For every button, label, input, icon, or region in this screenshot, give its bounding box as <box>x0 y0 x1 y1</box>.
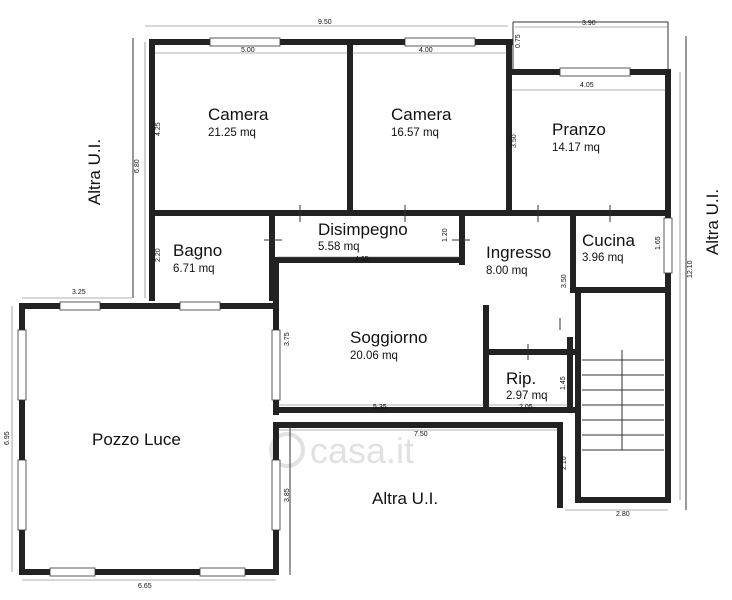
dim-camera1-height: 4.25 <box>155 122 162 136</box>
dim-disimpegno-width: 4.65 <box>355 256 369 263</box>
dim-balcony-depth: 0.75 <box>515 34 522 48</box>
room-cucina: Cucina 3.96 mq <box>582 231 635 264</box>
window-pozzo-top <box>59 301 101 311</box>
watermark-logo-icon <box>269 432 305 468</box>
doors <box>264 205 611 360</box>
room-name: Rip. <box>506 369 536 388</box>
dim-left-height: 6.80 <box>134 159 141 173</box>
dim-soggiorno-width: 5.35 <box>373 404 387 411</box>
room-camera-1: Camera 21.25 mq <box>208 105 269 139</box>
window-pozzo-bottom <box>49 567 96 577</box>
room-name: Bagno <box>173 241 222 260</box>
room-area: 20.06 mq <box>350 350 398 362</box>
room-bagno: Bagno 6.71 mq <box>173 241 222 275</box>
room-name: Pozzo Luce <box>92 430 181 449</box>
room-name: Disimpegno <box>318 220 408 239</box>
window-pozzo-right-2 <box>271 459 281 531</box>
window-cucina <box>663 217 673 274</box>
windows <box>17 37 673 577</box>
outer-label-bottom: Altra U.I. <box>372 489 438 508</box>
room-area: 2.97 mq <box>506 390 548 402</box>
room-name: Camera <box>208 105 269 124</box>
window-camera1 <box>209 37 281 47</box>
room-name: Soggiorno <box>350 328 428 347</box>
dim-top-right: 3.90 <box>582 20 596 27</box>
dim-top-total: 9.50 <box>318 19 332 26</box>
window-pozzo-top-2 <box>179 301 221 311</box>
dim-ingresso-height: 3.50 <box>561 274 568 288</box>
walls <box>19 21 687 575</box>
staircase <box>582 350 664 451</box>
room-camera-2: Camera 16.57 mq <box>391 105 452 139</box>
room-ingresso: Ingresso 8.00 mq <box>486 243 551 277</box>
room-area: 8.00 mq <box>486 265 528 277</box>
room-area: 16.57 mq <box>391 127 439 139</box>
outer-label-right: Altra U.I. <box>703 189 722 255</box>
dim-camera2-width: 4.00 <box>419 47 433 54</box>
room-name: Cucina <box>582 231 635 250</box>
window-pozzo-left-2 <box>17 459 27 531</box>
dimension-lines <box>11 25 681 581</box>
window-camera2 <box>404 37 476 47</box>
room-soggiorno: Soggiorno 20.06 mq <box>350 328 428 362</box>
dim-left-total: 6.95 <box>4 431 11 445</box>
dim-corridor: 7.50 <box>414 431 428 438</box>
dim-right-height: 12.10 <box>687 260 694 278</box>
dim-stair-width: 2.80 <box>616 511 630 518</box>
outer-label-left: Altra U.I. <box>85 139 104 205</box>
dimension-labels: 9.50 3.90 5.00 4.00 0.75 4.05 4.25 6.80 … <box>4 19 694 590</box>
window-pozzo-bottom-2 <box>199 567 246 577</box>
room-area: 5.58 mq <box>318 241 360 253</box>
window-pozzo-left <box>17 329 27 401</box>
room-pozzo-luce: Pozzo Luce <box>92 430 181 449</box>
room-pranzo: Pranzo 14.17 mq <box>552 120 606 154</box>
room-area: 21.25 mq <box>208 127 256 139</box>
dim-pozzo-top: 3.25 <box>72 289 86 296</box>
room-labels: Camera 21.25 mq Camera 16.57 mq Pranzo 1… <box>92 105 635 449</box>
dim-pranzo-width: 4.05 <box>580 82 594 89</box>
watermark-text: casa.it <box>310 430 414 471</box>
dim-bagno-height: 2.20 <box>155 248 162 262</box>
dim-pranzo-height: 3.50 <box>511 134 518 148</box>
room-name: Camera <box>391 105 452 124</box>
room-name: Pranzo <box>552 120 606 139</box>
dim-disimpegno-height: 1.20 <box>442 228 449 242</box>
watermark: casa.it <box>269 430 414 471</box>
room-disimpegno: Disimpegno 5.58 mq <box>318 220 408 253</box>
dim-cucina-height: 1.65 <box>655 236 662 250</box>
window-pranzo <box>559 67 631 77</box>
room-area: 3.96 mq <box>582 252 624 264</box>
dim-stair-height: 2.10 <box>561 456 568 470</box>
room-name: Ingresso <box>486 243 551 262</box>
dim-rip-width: 2.05 <box>519 404 533 411</box>
room-area: 6.71 mq <box>173 263 215 275</box>
dim-pozzo-right: 3.85 <box>284 488 291 502</box>
room-area: 14.17 mq <box>552 142 600 154</box>
dim-pozzo-bottom: 6.65 <box>138 583 152 590</box>
window-pozzo-right <box>271 329 281 401</box>
dim-camera1-width: 5.00 <box>241 47 255 54</box>
room-rip: Rip. 2.97 mq <box>506 369 548 402</box>
dim-soggiorno-height: 3.75 <box>284 332 291 346</box>
dim-rip-height: 1.45 <box>560 376 567 390</box>
